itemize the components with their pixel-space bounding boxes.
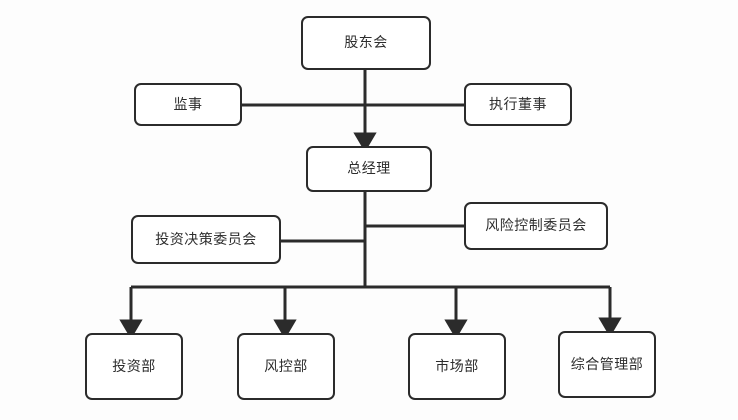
node-investment-decision-committee[interactable]: 投资决策委员会 <box>131 215 281 264</box>
node-department-general-admin[interactable]: 综合管理部 <box>558 331 656 398</box>
node-department-risk-control-label: 风控部 <box>264 358 308 375</box>
node-risk-control-committee-label: 风险控制委员会 <box>485 218 587 234</box>
node-department-risk-control[interactable]: 风控部 <box>237 333 335 400</box>
node-department-market-label: 市场部 <box>435 358 479 375</box>
node-executive-director-label: 执行董事 <box>489 96 547 113</box>
node-supervisor[interactable]: 监事 <box>134 83 242 126</box>
node-shareholders[interactable]: 股东会 <box>301 16 431 70</box>
node-executive-director[interactable]: 执行董事 <box>464 83 572 126</box>
node-investment-decision-committee-label: 投资决策委员会 <box>155 231 257 248</box>
node-department-market[interactable]: 市场部 <box>408 333 506 400</box>
node-department-investment-label: 投资部 <box>112 358 156 375</box>
node-department-general-admin-label: 综合管理部 <box>570 356 644 373</box>
node-general-manager-label: 总经理 <box>347 161 391 177</box>
node-shareholders-label: 股东会 <box>344 35 388 51</box>
node-general-manager[interactable]: 总经理 <box>306 146 432 192</box>
node-department-investment[interactable]: 投资部 <box>85 333 183 400</box>
node-supervisor-label: 监事 <box>173 96 203 113</box>
node-risk-control-committee[interactable]: 风险控制委员会 <box>464 202 608 250</box>
